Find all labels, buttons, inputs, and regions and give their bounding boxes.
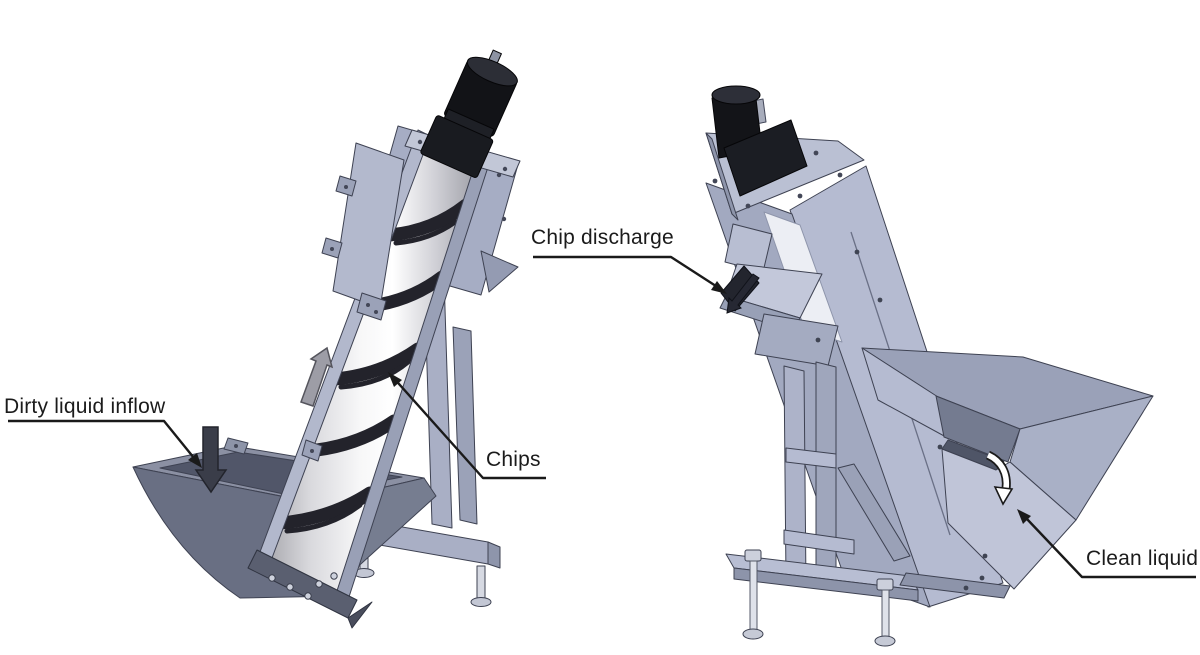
dirty-liquid-flow-arrow (194, 426, 228, 494)
leader-lines (8, 255, 1196, 579)
label-clean-liquid: Clean liquid (1086, 547, 1199, 570)
clean-liquid-flow-arrow (985, 450, 1014, 506)
right-machine (705, 85, 1154, 647)
left-housing-wall (321, 142, 405, 321)
leader-dirty-liquid-inflow (8, 419, 195, 459)
right-support-frame (725, 313, 919, 647)
left-gear-motor (420, 49, 518, 178)
left-side-bracket (480, 250, 519, 293)
label-chips: Chips (486, 448, 541, 471)
label-dirty-liquid-inflow: Dirty liquid inflow (4, 395, 166, 418)
chip-discharge-flow-arrow (726, 273, 760, 314)
leader-chips (390, 374, 546, 480)
leader-clean-liquid (1025, 517, 1196, 579)
leader-chip-discharge (533, 255, 720, 290)
clean-liquid-hopper (861, 347, 1154, 599)
label-chip-discharge: Chip discharge (531, 226, 674, 249)
trough-end-flange (247, 549, 373, 629)
chips-up-arrow (300, 346, 334, 407)
right-housing-bolts (854, 249, 943, 450)
left-machine (132, 49, 521, 629)
right-gear-motor (711, 85, 808, 197)
